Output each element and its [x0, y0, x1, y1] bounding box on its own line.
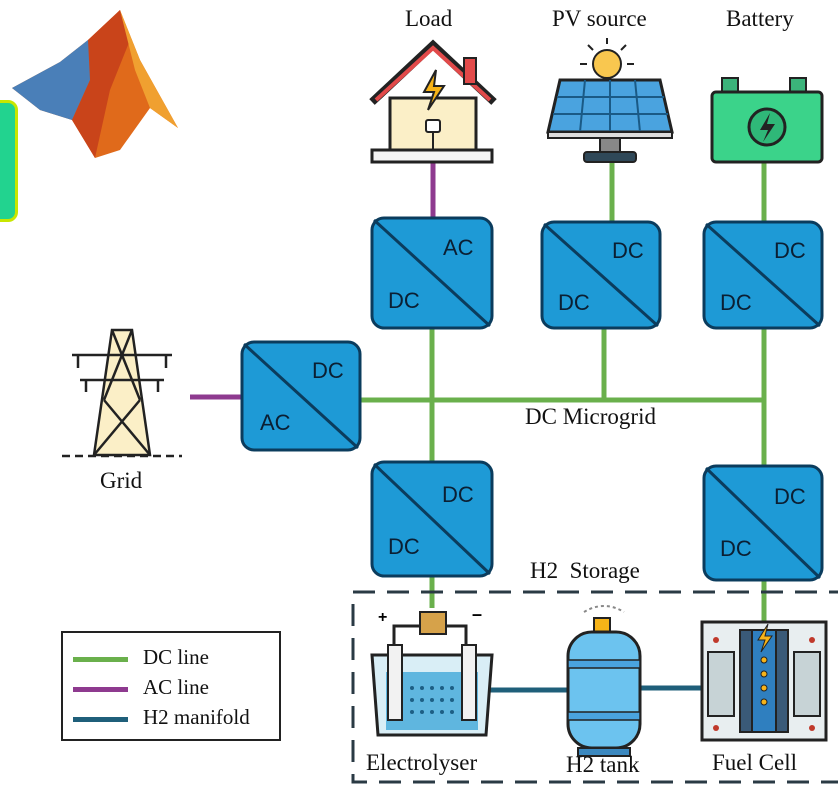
electrolyser-label: Electrolyser: [366, 750, 478, 775]
grid-converter-bottom-label: AC: [260, 410, 291, 435]
hydrogen-tank-icon: [566, 605, 642, 757]
electrolyser-converter-bottom-label: DC: [388, 534, 420, 559]
dc-line-swatch: [73, 657, 128, 662]
converter-fuelcell: [702, 464, 824, 582]
h2-tank-label: H2 tank: [566, 752, 640, 777]
electrolyser-icon: + –: [370, 604, 494, 737]
ac-line-swatch: [73, 687, 128, 692]
h2-storage-label: H2 Storage: [530, 558, 640, 583]
transmission-tower-icon: [62, 328, 182, 458]
h2-storage-boundary: [351, 590, 838, 784]
ac-lines: [190, 163, 436, 400]
converter-load: [370, 216, 494, 330]
converter-electrolyser: [370, 460, 494, 578]
battery-converter-bottom-label: DC: [720, 290, 752, 315]
side-badge: [0, 100, 18, 222]
h2-manifold-lines: [486, 685, 706, 693]
load-label: Load: [405, 6, 453, 31]
fuel-cell-label: Fuel Cell: [712, 750, 797, 775]
battery-converter-top-label: DC: [774, 238, 806, 263]
dc-microgrid-label: DC Microgrid: [525, 404, 656, 429]
load-converter-top-label: AC: [443, 235, 474, 260]
svg-text:+: +: [378, 609, 387, 626]
legend-dc-label: DC line: [143, 645, 209, 669]
dc-lines: [358, 163, 767, 622]
fuelcell-converter-bottom-label: DC: [720, 536, 752, 561]
electrolyser-converter-top-label: DC: [442, 482, 474, 507]
fuelcell-converter-top-label: DC: [774, 484, 806, 509]
fuel-cell-icon: [700, 620, 828, 742]
pv-source-label: PV source: [552, 6, 647, 31]
pv-converter-bottom-label: DC: [558, 290, 590, 315]
legend: DC line AC line H2 manifold: [61, 631, 281, 741]
svg-text:–: –: [472, 604, 482, 624]
house-icon: [369, 39, 497, 164]
pv-converter-top-label: DC: [612, 238, 644, 263]
grid-converter-top-label: DC: [312, 358, 344, 383]
load-converter-bottom-label: DC: [388, 288, 420, 313]
converter-pv: [540, 220, 662, 330]
legend-ac-label: AC line: [143, 675, 209, 699]
battery-label: Battery: [726, 6, 794, 31]
solar-panel-icon: [546, 38, 674, 163]
converter-battery: [702, 220, 824, 330]
grid-label: Grid: [100, 468, 143, 493]
h2-manifold-swatch: [73, 717, 128, 722]
battery-icon: [710, 77, 824, 164]
matlab-logo-icon: [12, 10, 178, 158]
converter-grid: [240, 340, 362, 452]
legend-h2-label: H2 manifold: [143, 705, 250, 729]
